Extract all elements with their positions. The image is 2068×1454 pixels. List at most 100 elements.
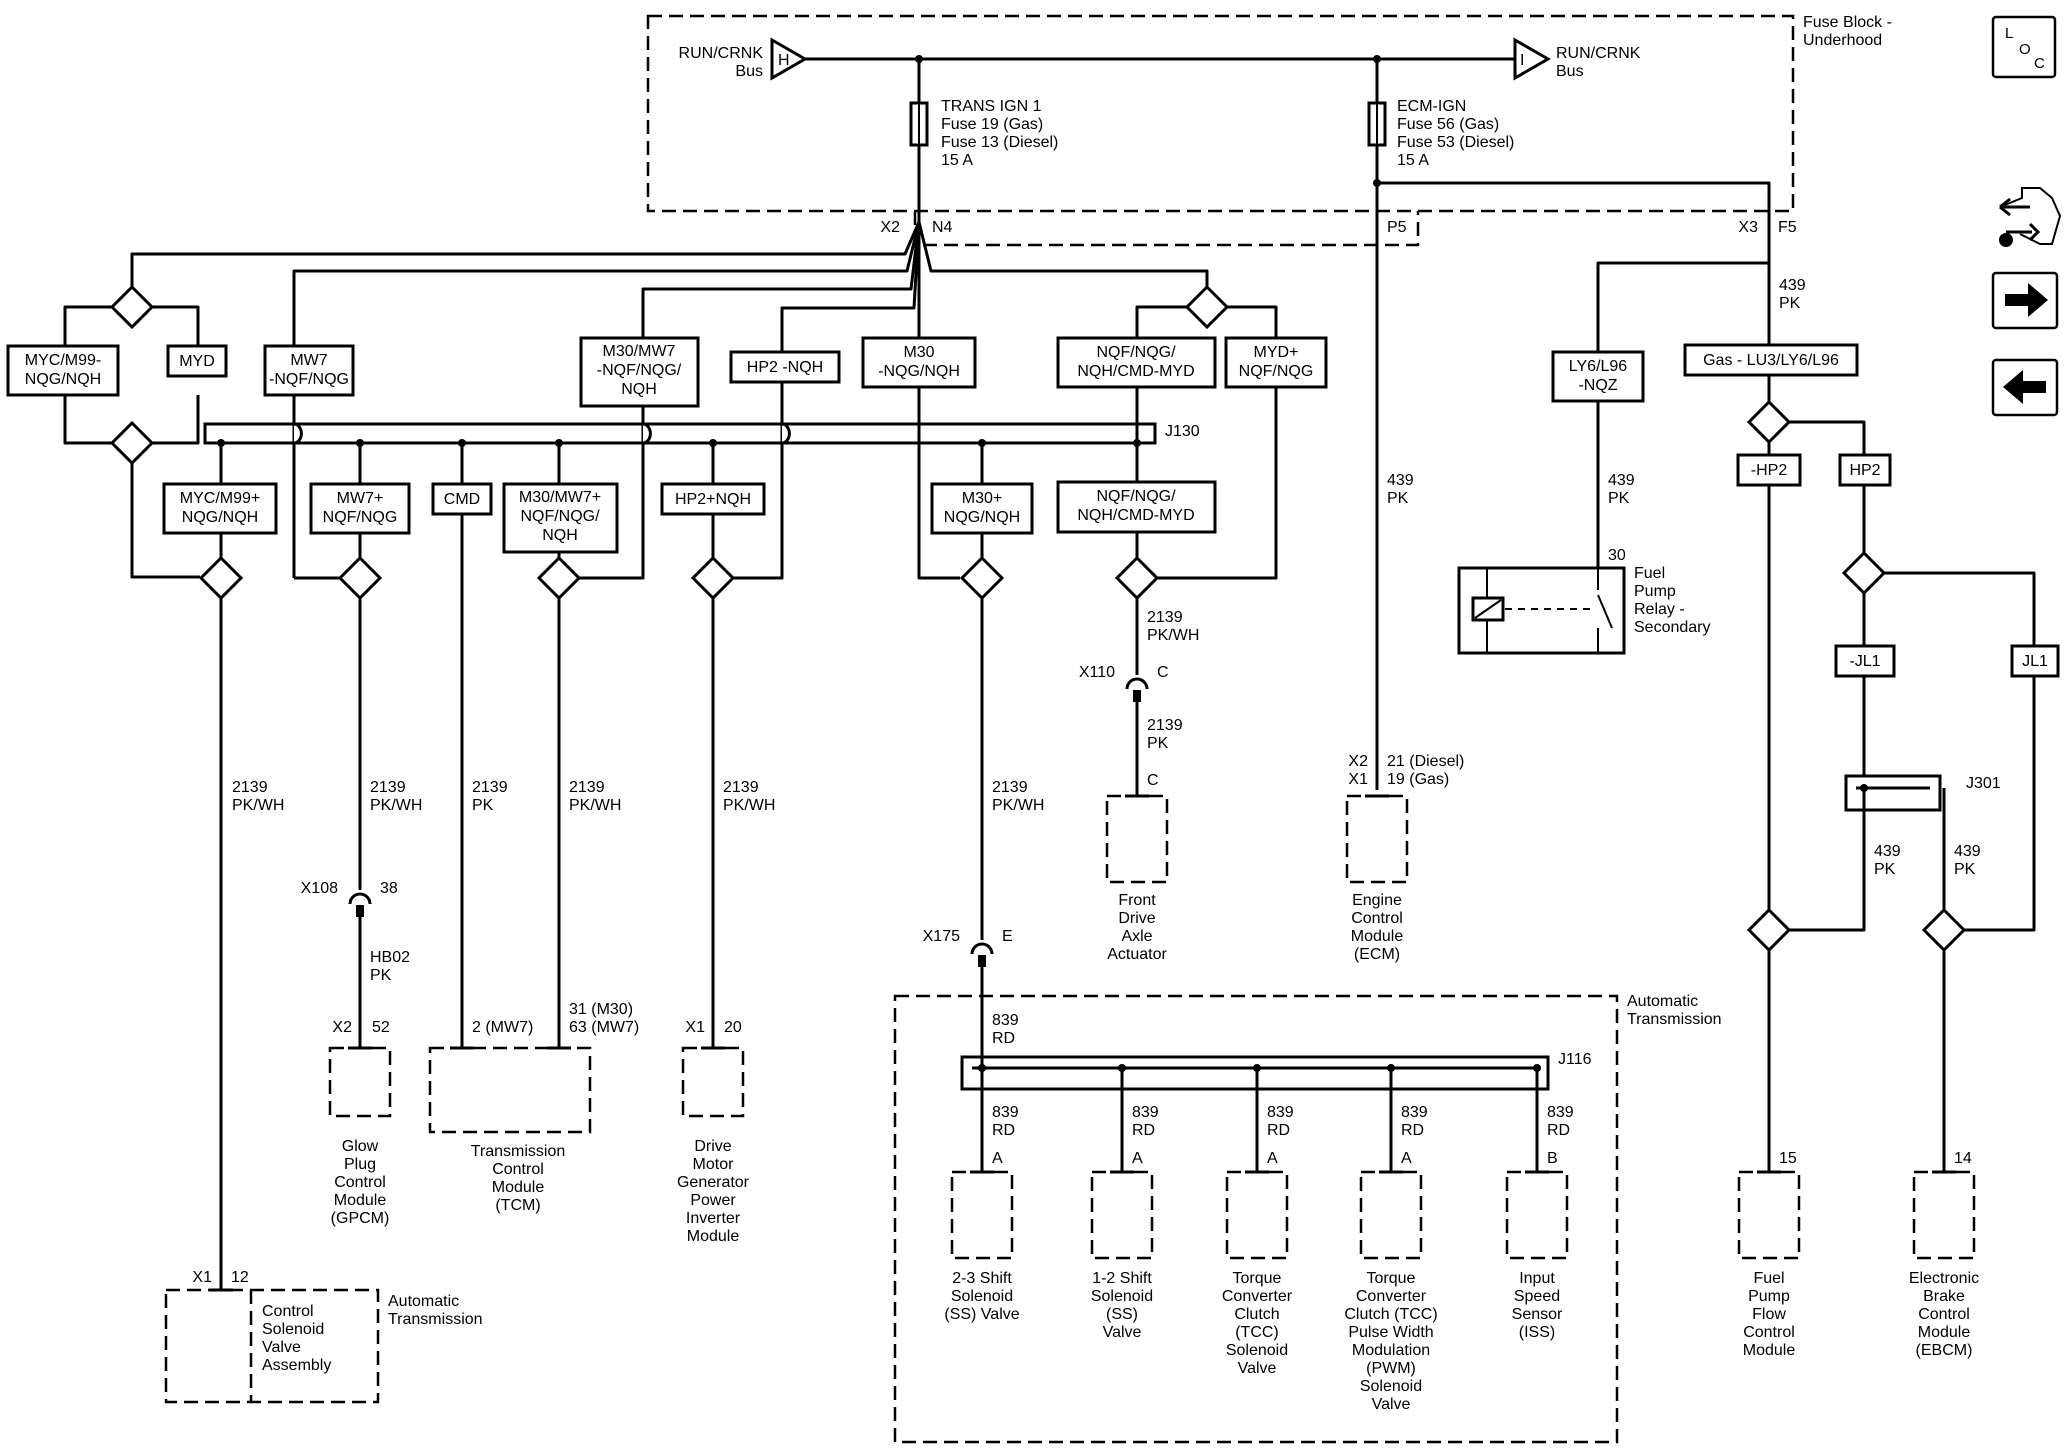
component-fpfcm-box [1737, 1170, 1801, 1260]
m30-neg-down-wire [917, 387, 960, 580]
conn-p5: P5 [1387, 219, 1407, 236]
splice-j130-label: J130 [1165, 423, 1200, 440]
conn-n4: N4 [932, 219, 953, 236]
component-ss23-box [950, 1170, 1014, 1260]
j130-crossover-1 [293, 422, 303, 445]
option-m30-mw7-plus: M30/MW7+NQF/NQG/NQH [519, 489, 601, 544]
option-hp2: HP2 [1849, 462, 1880, 479]
option-m30-mw7-neg: M30/MW7-NQF/NQG/NQH [597, 343, 682, 398]
connector-x108-pin-label: 38 [380, 880, 398, 897]
hp2-neg-down-wire [731, 382, 784, 580]
conn-x3: X3 [1738, 219, 1758, 236]
option-box-hp2-plus [660, 482, 766, 516]
connector-x175-label: X175 [923, 928, 960, 945]
option-m30-plus: M30+NQG/NQH [944, 490, 1020, 526]
option-box-myd-plus [1224, 336, 1328, 389]
splice-j116-label: J116 [1558, 1051, 1592, 1068]
component-csva-outer [164, 1288, 380, 1404]
splice-diamond-1 [198, 555, 244, 601]
option-box-myd [166, 344, 228, 378]
conn-f5: F5 [1778, 219, 1797, 236]
connector-x175 [970, 942, 994, 955]
splice-diamond-2 [337, 555, 383, 601]
splice-diamond-3 [536, 555, 582, 601]
component-tcc-pwm-box [1359, 1170, 1423, 1260]
option-nqf-top: NQF/NQG/NQH/CMD-MYD [1077, 344, 1194, 380]
jl1-down-wire [1964, 676, 2036, 932]
left-merge-wire [63, 395, 112, 445]
left-split-wire [63, 305, 112, 346]
bus-i-letter: I [1520, 52, 1524, 69]
fuse-block-title: Fuse Block -Underhood [1803, 14, 1892, 49]
ss12-pin: A [1132, 1150, 1143, 1167]
connector-x108-pin [356, 905, 364, 917]
component-ebcm-box [1912, 1170, 1976, 1260]
connector-x110 [1125, 677, 1149, 690]
auto-trans-outline [893, 994, 1619, 1444]
option-gas-lu3: Gas - LU3/LY6/L96 [1703, 352, 1839, 369]
connector-x108-label: X108 [301, 880, 338, 897]
bus-i-symbol [1513, 37, 1552, 81]
fuse-block-outline [646, 14, 1795, 213]
dmg-pin: 20 [724, 1019, 742, 1036]
option-box-hp2-neg [729, 350, 841, 384]
option-box-nqf-top [1056, 336, 1217, 389]
connector-tool-icon[interactable] [1999, 187, 2062, 247]
splice-diamond-ebcm [1921, 907, 1967, 953]
option-m30-neg: M30-NQG/NQH [878, 344, 960, 380]
splice-diamond-6 [1114, 555, 1160, 601]
component-gpcm-box [328, 1046, 392, 1118]
component-tcc-box [1225, 1170, 1289, 1260]
option-jl1: JL1 [2022, 653, 2048, 670]
component-iss-box [1505, 1170, 1569, 1260]
option-neg-hp2: -HP2 [1751, 462, 1788, 479]
j130-crossover-3 [781, 422, 791, 445]
option-neg-jl1: -JL1 [1849, 653, 1880, 670]
right-split-wire [1135, 305, 1187, 338]
gpcm-pin: 52 [372, 1019, 390, 1036]
ss23-pin: A [992, 1150, 1003, 1167]
option-box-myc-m99-plus [162, 482, 278, 535]
splice-j130-bar [203, 422, 1157, 445]
component-relay-box [1457, 566, 1626, 655]
tcm-pin-2: 31 (M30)63 (MW7) [569, 1001, 639, 1036]
option-hp2-neg-nqh: HP2 -NQH [747, 359, 823, 376]
arrow-right-icon [2005, 283, 2048, 317]
location-button[interactable]: L O C [1991, 15, 2057, 79]
left-split-wire-2 [152, 305, 200, 346]
previous-page-button[interactable] [1991, 358, 2059, 417]
option-box-mw7-plus [309, 482, 411, 535]
fan-wire-6 [917, 221, 1209, 287]
component-ecm-box [1345, 794, 1409, 884]
csva-connector: X1 [192, 1269, 212, 1286]
csva-pin: 12 [231, 1269, 249, 1286]
tcc-pwm-pin: A [1401, 1150, 1412, 1167]
next-page-button[interactable] [1991, 271, 2059, 330]
right-split-wire-2 [1227, 305, 1278, 338]
